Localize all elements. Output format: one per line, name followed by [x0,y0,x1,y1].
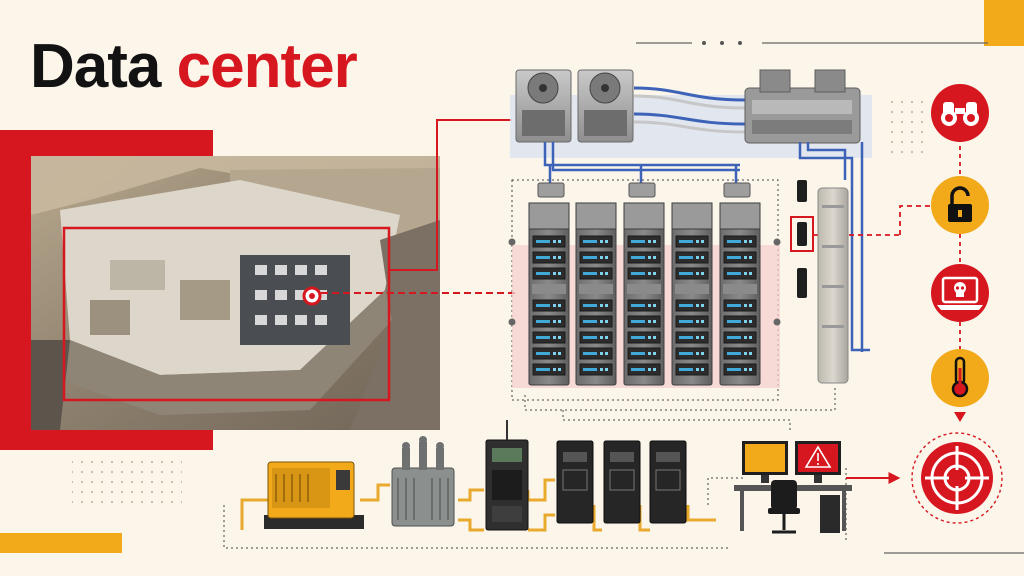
dot-grid-right [888,95,928,157]
cooling-system [510,69,872,158]
ups-cabinet-2 [603,440,641,524]
corner-yellow-block [984,0,1024,46]
sensor-node [508,238,516,246]
desk-tower-pc [820,495,840,533]
ups-cabinet-1 [556,440,594,524]
skull-laptop-icon [931,264,989,322]
top-rule-dot [702,41,706,45]
sensor-node [773,318,781,326]
target-icon [911,432,1003,524]
server-rack [575,202,617,386]
title-word-data: Data [30,32,161,101]
top-rule-dot [738,41,742,45]
unlock-icon [931,176,989,234]
power-chain [240,420,716,532]
switchgear-panel [485,420,529,531]
title-word-center: center [176,32,358,101]
security-operations-desk [734,441,901,534]
power-lines [240,478,716,532]
chiller-unit [744,69,861,144]
server-racks [528,202,761,386]
rooftop-highlight [62,119,515,402]
monitor-alert [795,441,841,483]
badge-reader-highlight [790,216,814,252]
rooftop-to-cooling-link [389,119,486,271]
dot-grid-left [72,455,182,505]
chilled-water-lines [543,142,870,352]
office-chair [768,480,800,534]
crac-vents [537,182,751,198]
rooftop-units [90,255,350,345]
binoculars-icon [931,84,989,142]
threat-chain [911,84,1003,524]
transformer [391,436,455,527]
condenser-unit-1 [515,69,572,143]
highlight-frame [62,226,391,402]
top-rule-dot [720,41,724,45]
warning-icon [804,445,832,468]
sensor-node [773,238,781,246]
server-rack [719,202,761,386]
server-rack [671,202,713,386]
badge-reader [797,180,807,202]
ups-tower [817,187,849,384]
ups-cabinet-3 [649,440,687,524]
monitor-normal [742,441,788,483]
sensor-node [508,318,516,326]
coolant-pipes [633,86,746,134]
thermometer-icon [931,349,989,407]
server-hall [508,179,781,401]
server-rack [528,202,570,386]
bottom-yellow-bar [0,533,122,553]
badge-reader-targeted [797,222,807,246]
access-control-column [790,180,930,298]
page-title: Data center [30,36,358,98]
condenser-unit-2 [577,69,634,143]
server-rack [623,202,665,386]
badge-reader [797,268,807,298]
backup-generator [264,461,364,529]
